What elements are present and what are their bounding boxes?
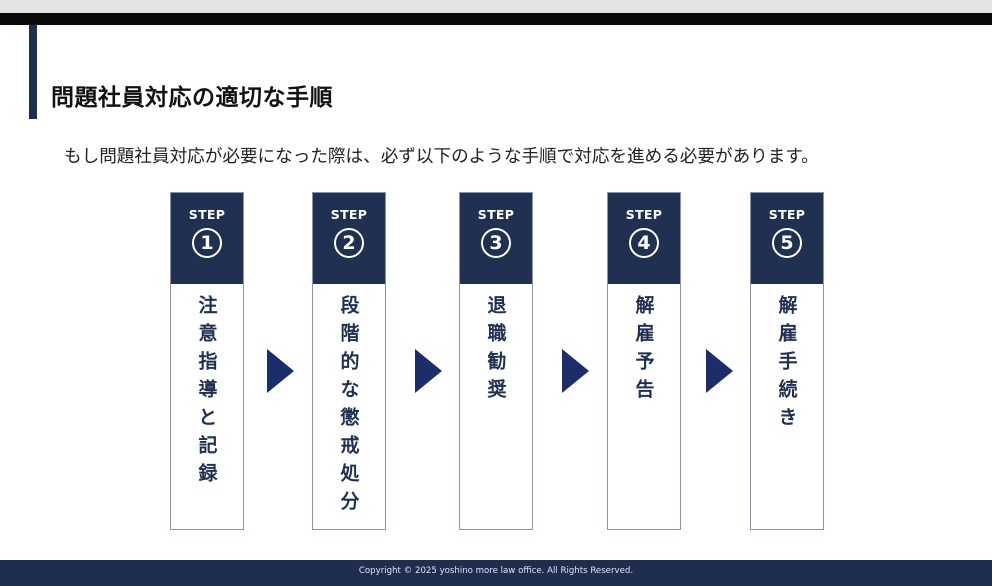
- step-card-1: STEP 1 注意指導と記録: [170, 192, 244, 530]
- step-number: 2: [334, 228, 364, 258]
- step-card-5: STEP 5 解雇手続き: [750, 192, 824, 530]
- copyright-footer: Copyright © 2025 yoshino more law office…: [0, 560, 992, 586]
- arrow-right-icon: [267, 349, 294, 393]
- step-title: 解雇予告: [632, 295, 655, 407]
- step-label: STEP: [188, 207, 226, 222]
- step-header: STEP 3: [460, 193, 532, 284]
- step-number: 3: [481, 228, 511, 258]
- step-title: 段階的な懲戒処分: [337, 295, 360, 519]
- step-header: STEP 5: [751, 193, 823, 284]
- slide-top-border: [0, 13, 992, 25]
- title-accent-bar: [29, 25, 37, 119]
- step-header: STEP 4: [608, 193, 680, 284]
- step-label: STEP: [768, 207, 806, 222]
- step-header: STEP 1: [171, 193, 243, 284]
- step-header: STEP 2: [313, 193, 385, 284]
- arrow-right-icon: [706, 349, 733, 393]
- step-number: 4: [629, 228, 659, 258]
- step-card-3: STEP 3 退職勧奨: [459, 192, 533, 530]
- intro-text: もし問題社員対応が必要になった際は、必ず以下のような手順で対応を進める必要があり…: [64, 147, 819, 167]
- step-label: STEP: [625, 207, 663, 222]
- step-number: 5: [772, 228, 802, 258]
- page-title: 問題社員対応の適切な手順: [51, 85, 333, 111]
- step-card-2: STEP 2 段階的な懲戒処分: [312, 192, 386, 530]
- step-title: 解雇手続き: [775, 295, 798, 435]
- arrow-right-icon: [562, 349, 589, 393]
- step-label: STEP: [477, 207, 515, 222]
- step-title: 注意指導と記録: [195, 295, 218, 491]
- step-title: 退職勧奨: [484, 295, 507, 407]
- step-label: STEP: [330, 207, 368, 222]
- arrow-right-icon: [415, 349, 442, 393]
- step-number: 1: [192, 228, 222, 258]
- step-card-4: STEP 4 解雇予告: [607, 192, 681, 530]
- window-top-strip: [0, 0, 992, 13]
